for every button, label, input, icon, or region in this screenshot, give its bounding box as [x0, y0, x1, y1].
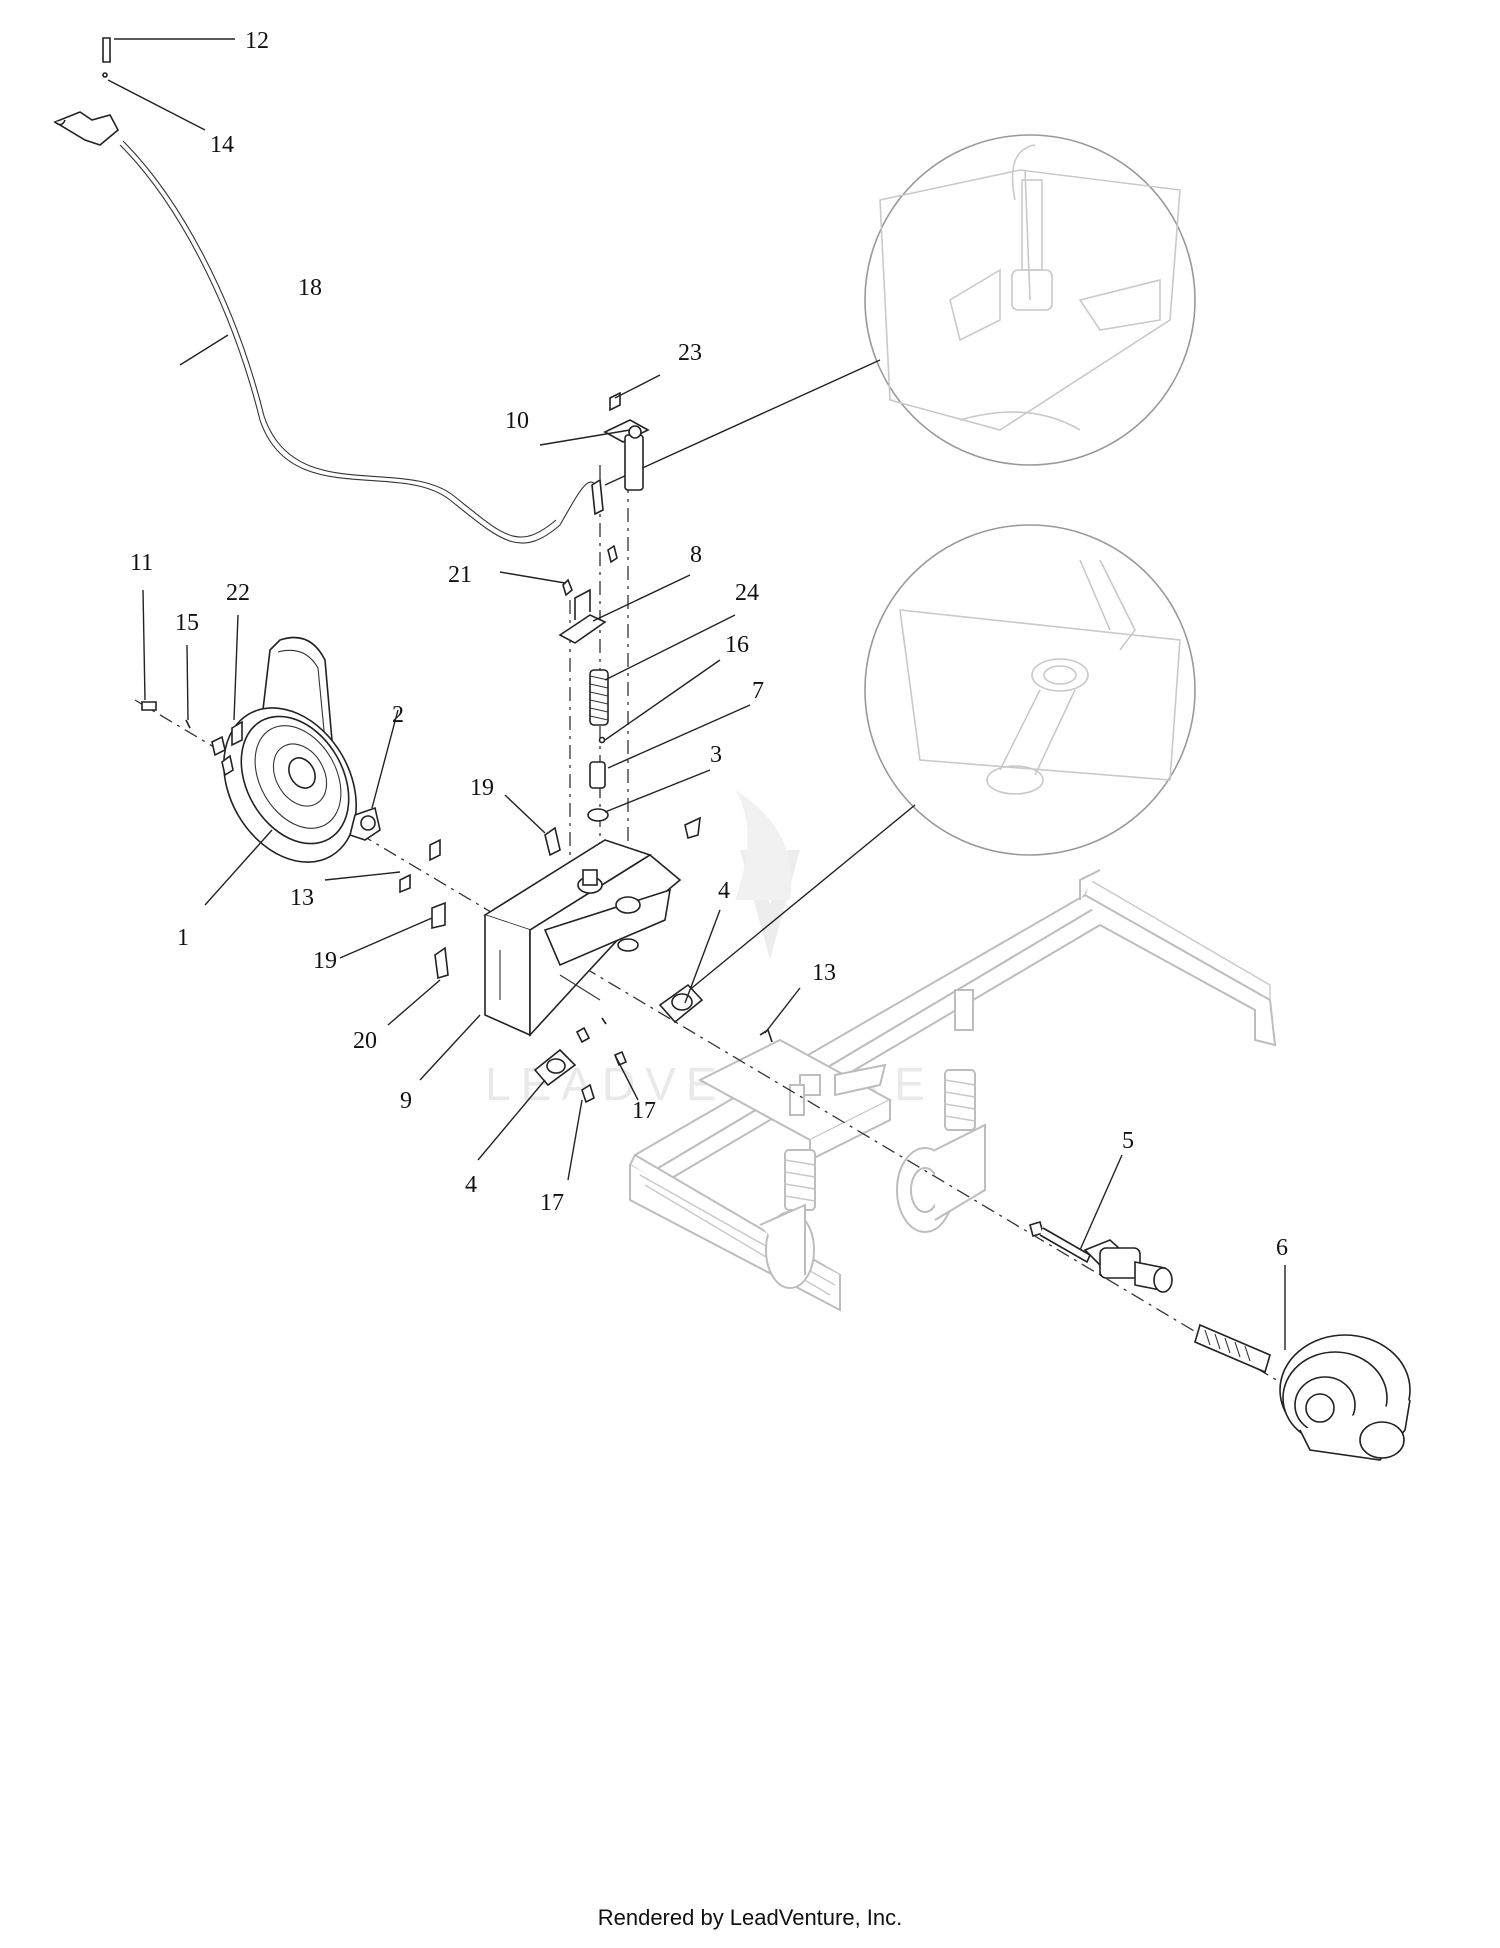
callout-4b: 4: [465, 1172, 477, 1198]
callout-3: 3: [710, 742, 722, 768]
callout-17a: 17: [632, 1098, 656, 1124]
callout-21: 21: [448, 562, 472, 588]
callout-18: 18: [298, 275, 322, 301]
callout-23: 23: [678, 340, 702, 366]
callout-5: 5: [1122, 1128, 1134, 1154]
detail-view-spring-assembly: [604, 134, 1196, 486]
mounting-bracket: [483, 839, 682, 1038]
callout-16: 16: [725, 632, 749, 658]
lever-and-pin: [603, 391, 650, 491]
leader-lines: [107, 38, 1286, 1350]
callout-20: 20: [353, 1028, 377, 1054]
callout-4a: 4: [718, 878, 730, 904]
detail-view-shaft-bearing: [664, 524, 1196, 1011]
watermark-logo: [735, 790, 800, 960]
callout-14: 14: [210, 132, 234, 158]
callout-13a: 13: [290, 885, 314, 911]
callout-11: 11: [130, 550, 153, 576]
pulley-belt: [223, 636, 357, 863]
callout-2: 2: [392, 702, 404, 728]
callout-12: 12: [245, 28, 269, 54]
gearbox: [1194, 1323, 1411, 1461]
callout-15: 15: [175, 610, 199, 636]
control-cable: [53, 37, 604, 544]
callout-19b: 19: [313, 948, 337, 974]
callout-17b: 17: [540, 1190, 564, 1216]
callout-10: 10: [505, 408, 529, 434]
callout-9: 9: [400, 1088, 412, 1114]
footer-credit: Rendered by LeadVenture, Inc.: [597, 1905, 903, 1930]
callout-7: 7: [752, 678, 764, 704]
callout-22: 22: [226, 580, 250, 606]
callout-6: 6: [1276, 1235, 1288, 1261]
callout-24: 24: [735, 580, 759, 606]
callout-1: 1: [177, 925, 189, 951]
spring-assembly-stack: [558, 544, 618, 822]
callout-13b: 13: [812, 960, 836, 986]
left-hardware: [141, 701, 701, 980]
driveshaft: [1029, 1220, 1173, 1293]
callout-8: 8: [690, 542, 702, 568]
callout-labels: 12 14 18 23 10 21 8 24 16 7 3 11 15 22 2…: [130, 28, 1288, 1261]
hub-bushing: [349, 806, 381, 841]
mower-frame-context: [628, 869, 1277, 1312]
callout-19a: 19: [470, 775, 494, 801]
